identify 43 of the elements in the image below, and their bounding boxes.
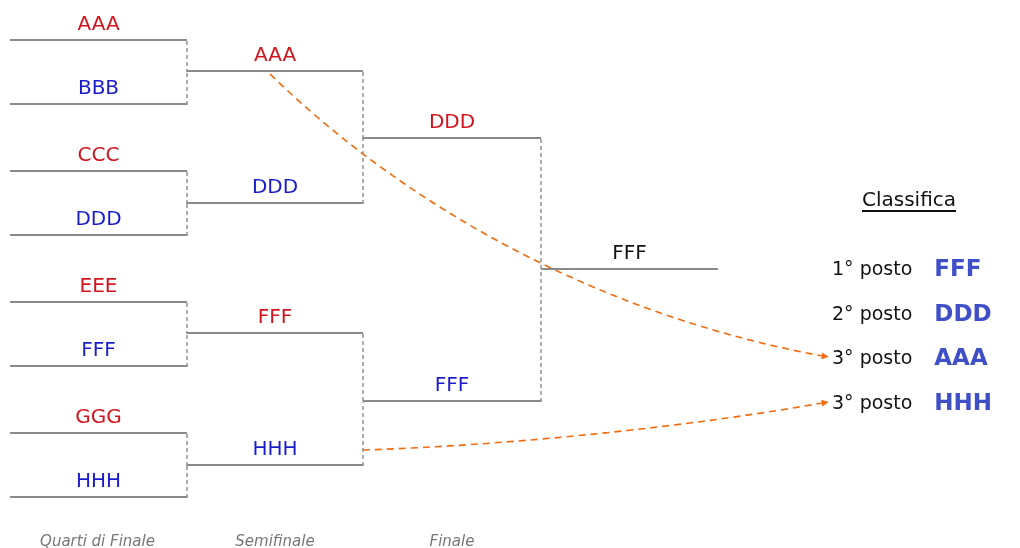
team-name: DDD (934, 298, 992, 328)
team-name: DDD (75, 208, 122, 232)
team-name: FFF (257, 306, 293, 330)
rank-label: 3° posto (832, 344, 913, 370)
team-name: DDD (428, 111, 476, 135)
ranking-heading: Classifica (862, 186, 957, 213)
team-name: FFF (81, 339, 116, 363)
bracket-connector (362, 138, 364, 205)
bracket-connector (186, 302, 188, 335)
round-label: Finale (428, 531, 476, 548)
team-name: BBB (77, 77, 120, 101)
bracket-connector (186, 40, 188, 73)
team-name: HHH (934, 387, 993, 417)
rank-label: 3° posto (832, 389, 913, 415)
team-name: AAA (934, 342, 988, 372)
team-name: EEE (79, 275, 118, 299)
bracket-connector (362, 333, 364, 403)
bracket-connector (186, 433, 188, 467)
team-name: AAA (253, 44, 297, 68)
round-label: Semifinale (234, 531, 316, 548)
arrow (362, 399, 829, 451)
bracket-connector (186, 171, 188, 205)
bracket-connector (362, 401, 364, 467)
bracket-connector (186, 71, 188, 106)
rank-label: 2° posto (832, 300, 913, 326)
bracket-connector (186, 465, 188, 499)
team-name: CCC (77, 144, 120, 168)
rank-label: 1° posto (832, 255, 913, 281)
bracket-connector (540, 269, 542, 403)
team-name: AAA (77, 13, 120, 37)
bracket-connector (186, 203, 188, 237)
team-name: GGG (75, 406, 122, 430)
team-name: HHH (252, 438, 298, 462)
team-name: FFF (434, 374, 470, 398)
round-label: Quarti di Finale (39, 531, 156, 548)
team-name: HHH (75, 470, 122, 494)
team-name: FFF (612, 242, 647, 266)
team-name: FFF (934, 253, 982, 283)
team-name: DDD (251, 176, 299, 200)
arrow (269, 73, 829, 360)
bracket-connector (186, 333, 188, 368)
bracket-connector (540, 138, 542, 271)
bracket-connector (362, 71, 364, 140)
